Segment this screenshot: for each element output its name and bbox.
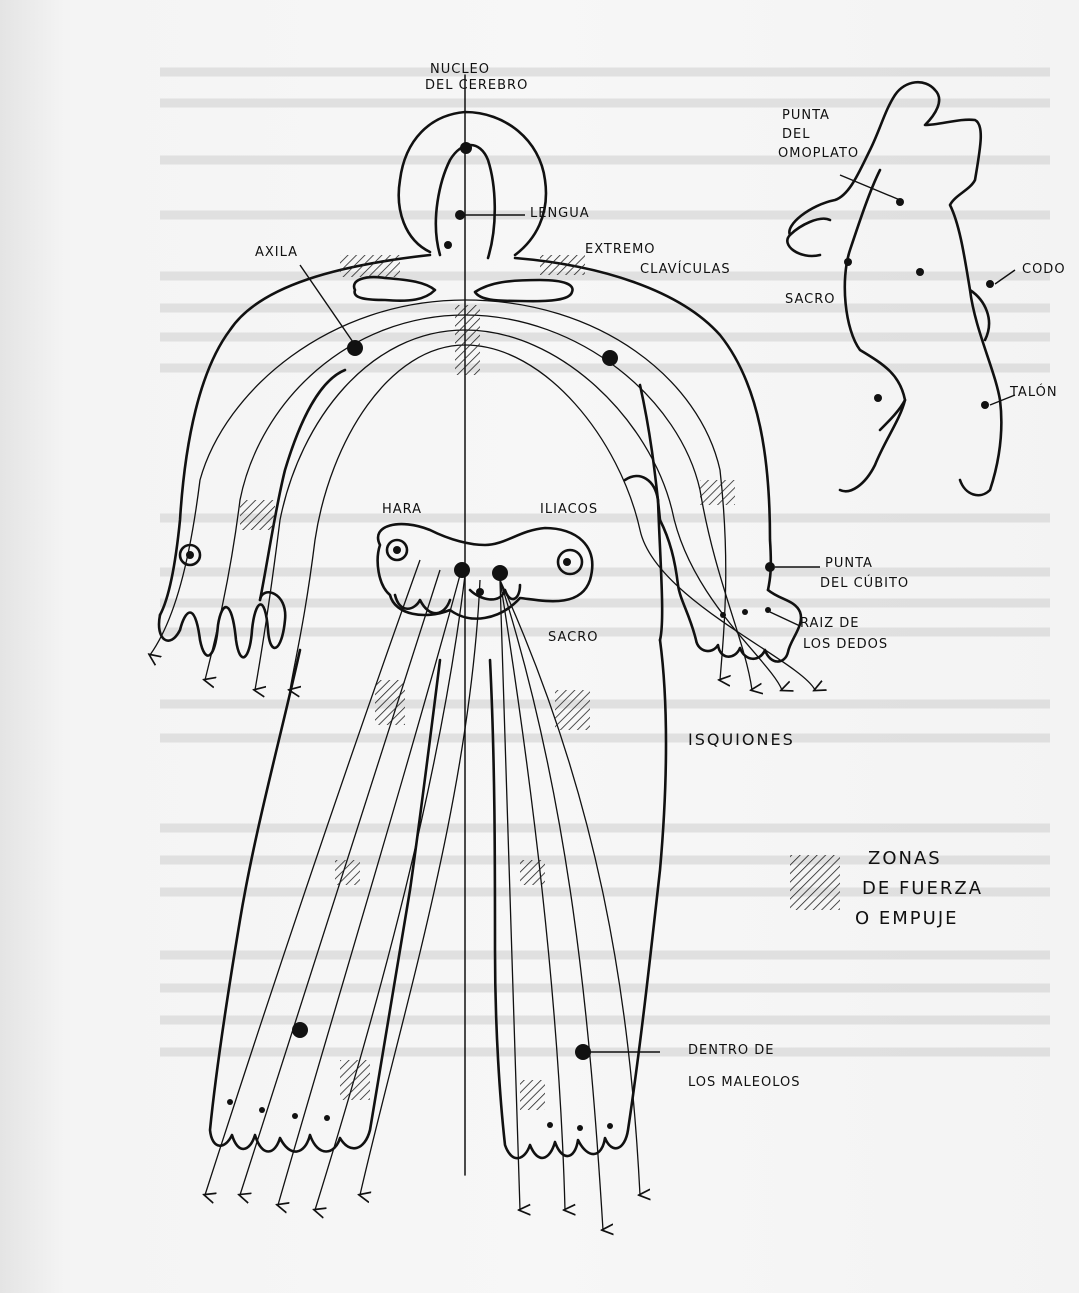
- label-talon: TALÓN: [1010, 385, 1058, 400]
- dot-cubito: [765, 562, 775, 572]
- dot-foot-4: [324, 1115, 330, 1121]
- dot-nucleus: [460, 142, 472, 154]
- label-axila: AXILA: [255, 245, 298, 260]
- hatch-shin-right: [520, 1080, 545, 1110]
- dot-foot-6: [577, 1125, 583, 1131]
- dot-malleolus: [575, 1044, 591, 1060]
- hatch-left-arm: [240, 500, 275, 530]
- hatch-right-arm: [700, 480, 735, 505]
- dot-codo: [986, 280, 994, 288]
- hatch-knee-left: [335, 860, 360, 885]
- hatch-thigh-left: [375, 680, 405, 725]
- hatch-shin-left: [340, 1060, 370, 1100]
- dot-small-sacro: [844, 258, 852, 266]
- label-raiz-2: LOS DEDOS: [803, 637, 888, 652]
- dot-finger-1: [720, 612, 726, 618]
- label-extremo: EXTREMO: [585, 242, 656, 257]
- dot-hara-loop: [393, 546, 401, 554]
- dot-neck: [444, 241, 452, 249]
- label-punta: PUNTA: [782, 108, 830, 123]
- head-outline: [399, 112, 546, 255]
- label-punta-cubito-2: DEL CÚBITO: [820, 576, 909, 591]
- hatch-neck-left: [340, 255, 400, 277]
- label-omoplato: OMOPLATO: [778, 146, 859, 161]
- label-punta-cubito-1: PUNTA: [825, 556, 873, 571]
- leg-arrow-1: [205, 560, 420, 1195]
- label-zonas: ZONAS: [868, 848, 942, 869]
- dot-elbow-left: [186, 551, 194, 559]
- small-figure: [789, 82, 1001, 495]
- dot-hara-1: [454, 562, 470, 578]
- dot-knee-left: [292, 1022, 308, 1038]
- dot-axilla: [347, 340, 363, 356]
- dot-talon: [981, 401, 989, 409]
- label-nucleo: NUCLEO: [430, 62, 490, 77]
- label-sacro-small: SACRO: [785, 292, 836, 307]
- label-raiz-1: RAIZ DE: [800, 616, 860, 631]
- label-o-empuje: O EMPUJE: [855, 908, 959, 929]
- dot-hara-2: [492, 565, 508, 581]
- dot-tongue: [455, 210, 465, 220]
- label-claviculas: CLAVÍCULAS: [640, 262, 731, 277]
- dot-sacro: [476, 588, 484, 596]
- right-clavicle: [475, 280, 573, 301]
- label-del-cerebro: DEL CEREBRO: [425, 78, 528, 93]
- label-los-maleolos: LOS MALEOLOS: [688, 1075, 800, 1090]
- label-del: DEL: [782, 127, 810, 142]
- right-outer-line: [625, 476, 662, 640]
- label-de-fuerza: DE FUERZA: [862, 878, 983, 899]
- dot-elbow-right: [563, 558, 571, 566]
- dot-finger-2: [742, 609, 748, 615]
- hatch-sternum: [455, 305, 480, 375]
- dot-foot-1: [227, 1099, 233, 1105]
- label-lengua: LENGUA: [530, 206, 590, 221]
- label-isquiones: ISQUIONES: [688, 730, 795, 749]
- leader-raiz: [770, 612, 800, 626]
- left-clavicle: [354, 277, 435, 301]
- label-dentro-de: DENTRO DE: [688, 1043, 775, 1058]
- hatch-thigh-right: [555, 690, 590, 730]
- label-sacro: SACRO: [548, 630, 599, 645]
- dot-foot-2: [259, 1107, 265, 1113]
- label-iliacos: ILIACOS: [540, 502, 598, 517]
- arc-5: [465, 300, 726, 680]
- label-codo: CODO: [1022, 262, 1066, 277]
- dot-small-heel: [874, 394, 882, 402]
- dot-right-chest: [602, 350, 618, 366]
- left-arm-inner: [260, 370, 345, 600]
- dot-foot-7: [607, 1123, 613, 1129]
- label-hara: HARA: [382, 502, 422, 517]
- left-leg-outline: [210, 650, 440, 1152]
- hatch-legend: [790, 855, 840, 910]
- dot-foot-5: [547, 1122, 553, 1128]
- hatch-knee-right: [520, 860, 545, 885]
- dot-small-2: [916, 268, 924, 276]
- dot-foot-3: [292, 1113, 298, 1119]
- hatch-neck-right: [540, 255, 585, 275]
